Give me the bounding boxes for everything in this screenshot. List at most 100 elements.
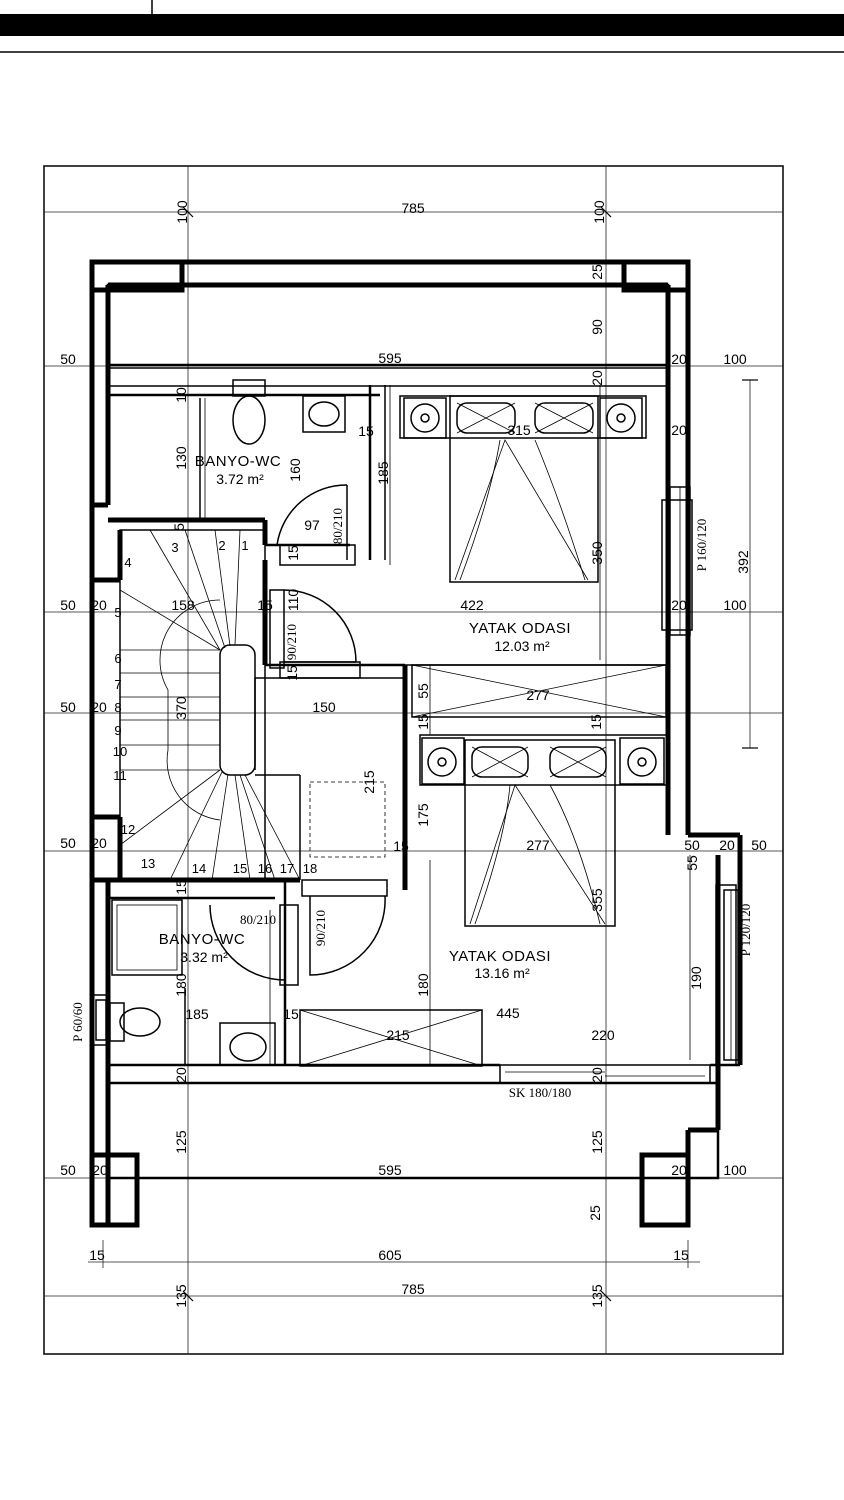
dim-v-10: 10: [173, 387, 189, 403]
dim-r-100-a: 100: [723, 351, 747, 367]
stair-step-16: 16: [258, 861, 272, 876]
dim-r-20-b: 20: [671, 597, 687, 613]
dim-r-20-a: 20: [671, 351, 687, 367]
dim-v-15-door2: 15: [284, 665, 300, 681]
dim-v-15-door: 15: [285, 545, 301, 561]
dim-v-55: 55: [415, 683, 431, 699]
stair-step-5: 5: [114, 605, 121, 620]
shower-bottom: [111, 899, 183, 976]
hall-rug: [309, 781, 386, 858]
sink-bottom: [219, 1022, 276, 1066]
sliding-door: [499, 1064, 711, 1084]
balcony-bottom: [106, 1081, 720, 1180]
window-left-label: P 60/60: [70, 1002, 85, 1042]
toilet-top: [232, 379, 266, 445]
room-bath-bottom-area: 3.32 m²: [180, 949, 228, 965]
sliding-door-label: SK 180/180: [509, 1085, 571, 1100]
dim-bot-total: 785: [401, 1281, 425, 1297]
room-bath-bottom-name: BANYO-WC: [159, 931, 246, 948]
dim-h-277-b: 277: [526, 837, 550, 853]
dim-bot-right-offset: 135: [589, 1284, 605, 1308]
dim-top-left-offset: 100: [174, 200, 190, 224]
stair-step-12: 12: [121, 822, 135, 837]
dim-l-20-b: 20: [91, 597, 107, 613]
dim-h-15-g: 15: [283, 1006, 299, 1022]
dim-v-125-b: 125: [589, 1130, 605, 1154]
inner-dimension-lines: [389, 385, 691, 1060]
dim-v-350: 350: [589, 541, 605, 565]
dim-v-180-a: 180: [173, 973, 189, 997]
dim-v-15-f: 15: [173, 879, 189, 895]
dim-h-422: 422: [460, 597, 484, 613]
wardrobe-top: [411, 664, 667, 718]
dim-v-90: 90: [589, 319, 605, 335]
sink-top: [302, 395, 346, 433]
stair-step-2: 2: [218, 538, 225, 553]
dim-l-20-c: 20: [91, 699, 107, 715]
dim-bot-left-offset: 135: [173, 1284, 189, 1308]
stair-step-15: 15: [233, 861, 247, 876]
dim-l-50-a: 50: [60, 351, 76, 367]
door-bed-bottom-label: 90/210: [313, 910, 328, 946]
dim-v-55-b: 55: [684, 855, 700, 871]
dim-l-50-c: 50: [60, 699, 76, 715]
bed-top: [399, 395, 647, 583]
dim-v-180-b: 180: [415, 973, 431, 997]
dim-v-130: 130: [173, 446, 189, 470]
dim-v-5: 5: [171, 523, 187, 531]
dim-v-370: 370: [173, 696, 189, 720]
wardrobe-bottom: [299, 860, 483, 1067]
dim-v-15-d: 15: [588, 714, 604, 730]
stair-step-18: 18: [303, 861, 317, 876]
door-bath-top-label: 80/210: [330, 508, 345, 544]
dim-r-20-e: 20: [671, 1162, 687, 1178]
stair-step-3: 3: [171, 540, 178, 555]
room-bed-top-area: 12.03 m²: [494, 638, 550, 654]
door-hall: [301, 879, 388, 976]
door-bath-bottom-label: 80/210: [240, 912, 276, 927]
door-bed-top-label: 90/210: [284, 624, 299, 660]
dim-r-20-c: 20: [719, 837, 735, 853]
toilet-bottom: [109, 1002, 161, 1042]
door-bath-top: [276, 484, 356, 566]
dim-v-190: 190: [688, 966, 704, 990]
dim-v-20-b: 20: [671, 422, 687, 438]
dim-v-185: 185: [375, 461, 391, 485]
window-right-bottom-label: P 120/120: [738, 904, 753, 957]
room-bed-bottom-name: YATAK ODASI: [449, 948, 551, 965]
dim-h-185: 185: [185, 1006, 209, 1022]
dim-v-15-c: 15: [415, 714, 431, 730]
door-bed-top: [269, 589, 361, 679]
dim-h-445: 445: [496, 1005, 520, 1021]
room-bed-top-name: YATAK ODASI: [469, 620, 571, 637]
dim-r-100-e: 100: [723, 1162, 747, 1178]
dim-v-175: 175: [415, 803, 431, 827]
dim-l-50-d: 50: [60, 835, 76, 851]
dim-v-25-top: 25: [589, 264, 605, 280]
dim-h-315: 315: [507, 422, 531, 438]
dim-top-right-offset: 100: [591, 200, 607, 224]
dim-r-100-b: 100: [723, 597, 747, 613]
dim-v-25-bot: 25: [587, 1205, 603, 1221]
window-right-bottom: [715, 884, 739, 1066]
dim-h-15-e: 15: [393, 838, 409, 854]
dim-v-20-f: 20: [589, 1067, 605, 1083]
dim-v-110: 110: [285, 589, 301, 612]
stair-step-8: 8: [114, 700, 121, 715]
dim-v-20-e: 20: [173, 1067, 189, 1083]
room-bath-top-area: 3.72 m²: [216, 471, 264, 487]
dim-v-215: 215: [361, 770, 377, 794]
dim-top-total: 785: [401, 200, 425, 216]
dim-l-50-b: 50: [60, 597, 76, 613]
window-right-top-label: P 160/120: [694, 519, 709, 572]
stair-step-17: 17: [280, 861, 294, 876]
dim-v-355: 355: [589, 888, 605, 912]
dim-h-97: 97: [304, 517, 320, 533]
dim-h-150: 150: [312, 699, 336, 715]
dim-h-595-top: 595: [378, 350, 402, 366]
bed-bottom: [419, 734, 669, 927]
dim-h-15-b: 15: [257, 597, 273, 613]
dim-bot-inner: 605: [378, 1247, 402, 1263]
dim-r-50-a: 50: [684, 837, 700, 853]
